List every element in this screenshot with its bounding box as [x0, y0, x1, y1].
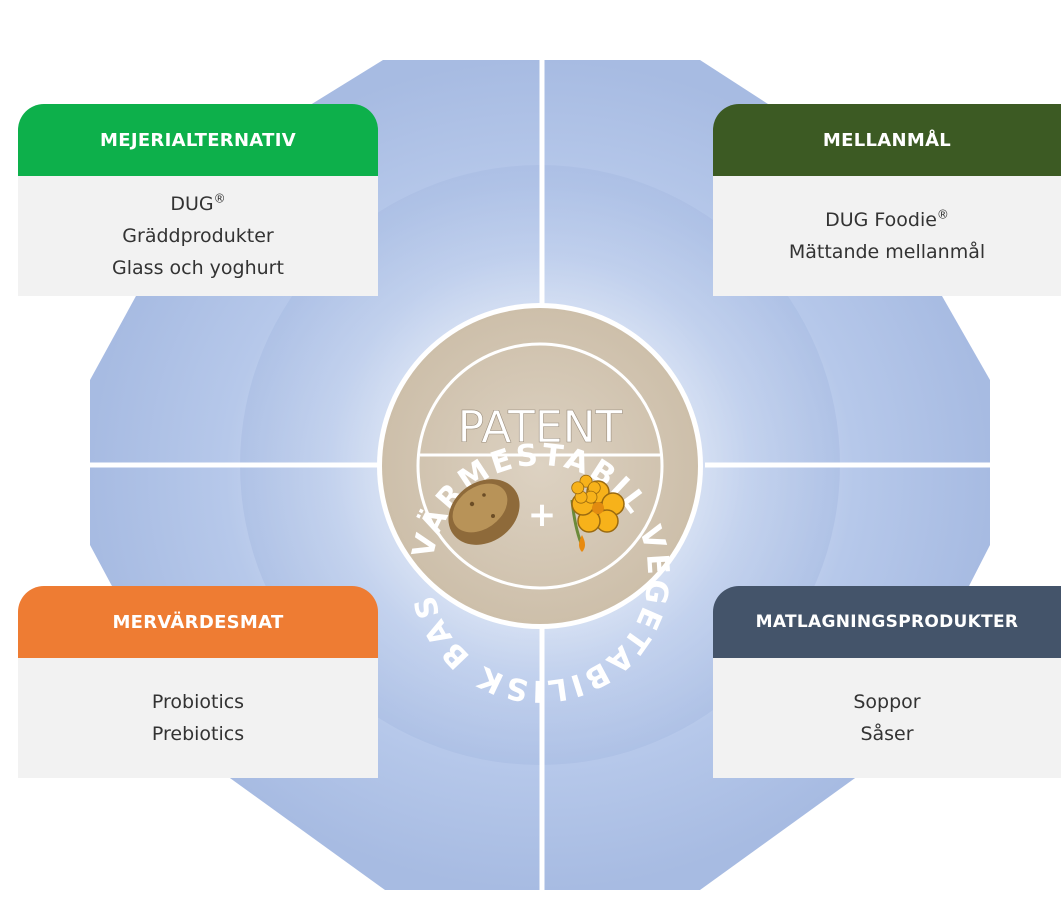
card-item: Probiotics — [151, 691, 245, 713]
card-title: MELLANMÅL — [713, 104, 1061, 176]
category-card-cooking-products: MATLAGNINGSPRODUKTER Soppor Såser — [713, 586, 1061, 778]
card-item: Såser — [860, 723, 914, 745]
category-card-snacks: MELLANMÅL DUG Foodie® Mättande mellanmål — [713, 104, 1061, 296]
category-card-value-added-food: MERVÄRDESMAT Probiotics Prebiotics — [18, 586, 378, 778]
badge-center-label: PATENT — [458, 402, 623, 453]
card-item: Gräddprodukter — [122, 225, 274, 247]
card-title: MEJERIALTERNATIV — [18, 104, 378, 176]
card-item: DUG® — [170, 191, 226, 215]
card-items: Soppor Såser — [713, 658, 1061, 778]
card-item: Glass och yoghurt — [112, 257, 284, 279]
category-card-dairy-alternatives: MEJERIALTERNATIV DUG® Gräddprodukter Gla… — [18, 104, 378, 296]
card-item: Soppor — [853, 691, 921, 713]
card-items: DUG® Gräddprodukter Glass och yoghurt — [18, 176, 378, 296]
potato-icon — [448, 479, 520, 545]
card-items: DUG Foodie® Mättande mellanmål — [713, 176, 1061, 296]
card-item: DUG Foodie® — [825, 207, 949, 231]
card-item: Prebiotics — [151, 723, 245, 745]
badge-plus: + — [528, 495, 557, 535]
card-items: Probiotics Prebiotics — [18, 658, 378, 778]
card-title: MATLAGNINGSPRODUKTER — [713, 586, 1061, 658]
camelina-flower-oil-icon — [570, 474, 625, 552]
card-title: MERVÄRDESMAT — [18, 586, 378, 658]
card-item: Mättande mellanmål — [788, 241, 986, 263]
